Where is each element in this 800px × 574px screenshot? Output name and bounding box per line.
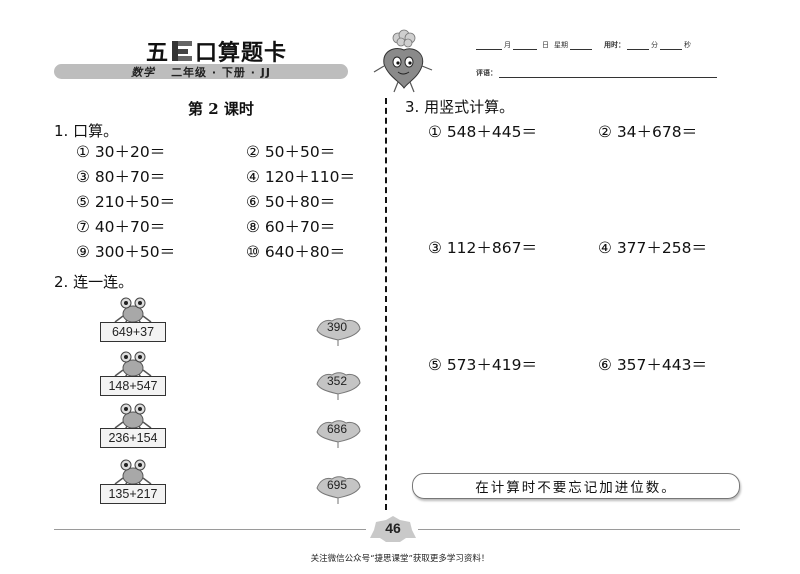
weekday-label: 星期 <box>554 41 568 49</box>
lotus-leaf[interactable]: 352 <box>314 370 362 400</box>
vertical-calc-item: ③ 112＋867＝ <box>428 239 537 257</box>
second-field[interactable] <box>660 41 682 50</box>
lotus-leaf[interactable]: 390 <box>314 316 362 346</box>
frog-card[interactable]: 148+547 <box>97 350 169 398</box>
lotus-leaf-icon <box>316 420 361 448</box>
lotus-leaf-icon <box>316 372 361 400</box>
page-number: 46 <box>385 520 401 536</box>
question-3-title: 3. 用竖式计算。 <box>405 98 515 116</box>
star-badge-icon <box>370 516 416 542</box>
mental-math-item: ① 30＋20＝ <box>76 143 166 161</box>
mental-math-item: ② 50＋50＝ <box>246 143 336 161</box>
grade-volume-label: 二年级 · 下册 · JJ <box>171 65 271 79</box>
comment-field[interactable] <box>499 69 717 78</box>
frog-card[interactable]: 649+37 <box>97 296 169 344</box>
mental-math-item: ④ 120＋110＝ <box>246 168 355 186</box>
mental-math-item: ③ 80＋70＝ <box>76 168 166 186</box>
mental-math-item: ⑧ 60＋70＝ <box>246 218 336 236</box>
vertical-calc-row: ⑤ 573＋419＝ ⑥ 357＋443＝ <box>428 353 748 375</box>
radish-mascot-icon <box>368 26 438 96</box>
footer-note: 关注微信公众号“捷思课堂”获取更多学习资料！ <box>310 554 490 564</box>
frog-expression: 236+154 <box>100 428 166 448</box>
minute-label: 分 <box>651 41 658 49</box>
mental-math-list: ① 30＋20＝ ② 50＋50＝ ③ 80＋70＝ ④ 120＋110＝ ⑤ … <box>76 142 366 262</box>
lesson-title: 第 2 课时 <box>188 100 254 118</box>
leaf-value: 686 <box>326 422 348 436</box>
frog-expression: 148+547 <box>100 376 166 396</box>
lotus-leaf-icon <box>316 476 361 504</box>
brand-five: 五 <box>146 41 170 66</box>
mental-math-item: ⑨ 300＋50＝ <box>76 243 176 261</box>
frog-icon <box>114 297 152 324</box>
vertical-calc-item: ① 548＋445＝ <box>428 123 537 141</box>
second-label: 秒 <box>684 41 691 49</box>
subject-bar: 数学 二年级 · 下册 · JJ <box>54 64 348 79</box>
mental-math-item: ⑦ 40＋70＝ <box>76 218 166 236</box>
lotus-leaf[interactable]: 686 <box>314 418 362 448</box>
vertical-calc-row: ① 548＋445＝ ② 34＋678＝ <box>428 120 748 142</box>
page-number-badge: 46 <box>370 516 416 542</box>
brand-text: 口算题卡 <box>195 41 288 66</box>
mental-math-item: ⑤ 210＋50＝ <box>76 193 176 211</box>
leaf-value: 390 <box>326 320 348 334</box>
lotus-leaf[interactable]: 695 <box>314 474 362 504</box>
mental-math-item: ⑩ 640＋80＝ <box>246 243 346 261</box>
leaf-value: 695 <box>326 478 348 492</box>
leaf-value: 352 <box>326 374 348 388</box>
tip-box: 在计算时不要忘记加进位数。 <box>412 473 740 499</box>
frog-icon <box>114 351 152 378</box>
frog-icon <box>114 459 152 486</box>
time-used-label: 用时： <box>604 41 625 49</box>
frog-card[interactable]: 135+217 <box>97 458 169 506</box>
vertical-calc-item: ④ 377＋258＝ <box>598 239 707 257</box>
footer-rule-right <box>418 529 740 530</box>
subject-label: 数学 <box>131 65 156 79</box>
frog-icon <box>114 403 152 430</box>
frog-card[interactable]: 236+154 <box>97 402 169 450</box>
vertical-calc-item: ⑥ 357＋443＝ <box>598 356 707 374</box>
footer-rule-left <box>54 529 366 530</box>
comment-label: 评语： <box>476 69 497 77</box>
day-field[interactable] <box>513 41 537 50</box>
month-field[interactable] <box>476 41 502 50</box>
vertical-calc-item: ⑤ 573＋419＝ <box>428 356 537 374</box>
frog-expression: 649+37 <box>100 322 166 342</box>
comment-line: 评语： <box>476 68 717 78</box>
column-divider <box>385 98 387 510</box>
brand-title: 五 口算题卡 <box>146 38 288 66</box>
lotus-leaf-icon <box>316 318 361 346</box>
frog-expression: 135+217 <box>100 484 166 504</box>
e-logo-icon <box>172 41 193 61</box>
weekday-field[interactable] <box>570 41 592 50</box>
mental-math-item: ⑥ 50＋80＝ <box>246 193 336 211</box>
date-time-line: 月 日 星期 用时： 分 秒 <box>476 40 691 50</box>
vertical-calc-row: ③ 112＋867＝ ④ 377＋258＝ <box>428 236 748 258</box>
question-1-title: 1. 口算。 <box>54 122 119 140</box>
day-label: 日 <box>542 41 549 49</box>
minute-field[interactable] <box>627 41 649 50</box>
question-2-title: 2. 连一连。 <box>54 273 134 291</box>
month-label: 月 <box>504 41 511 49</box>
vertical-calc-item: ② 34＋678＝ <box>598 123 698 141</box>
